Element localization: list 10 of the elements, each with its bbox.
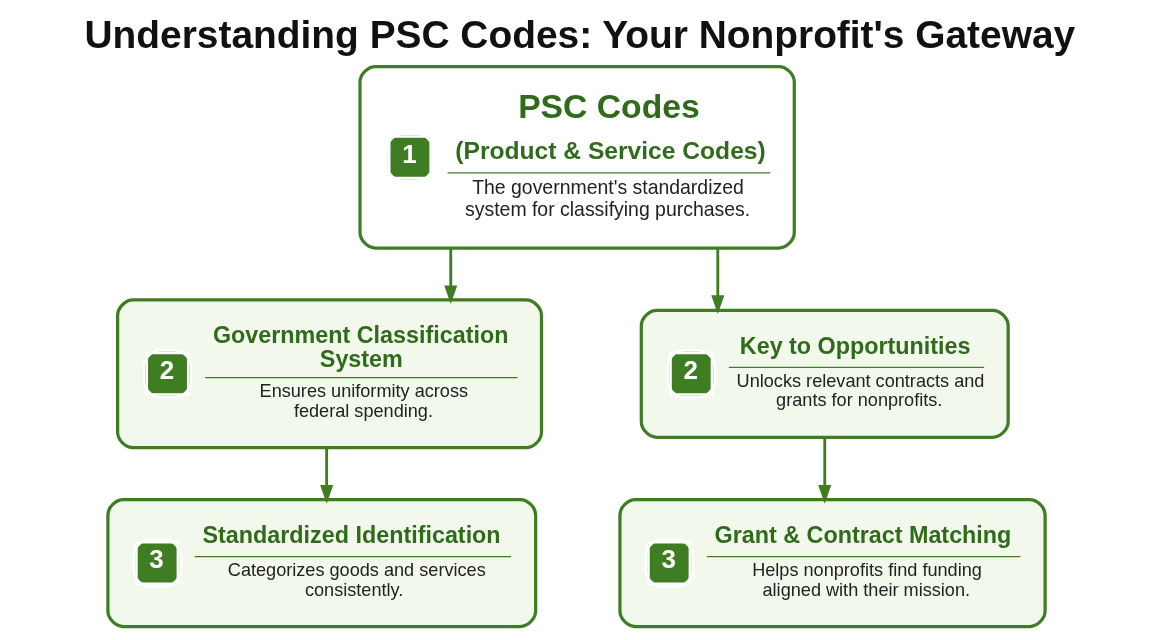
node-box: 3 Standardized Identification Categorizes goods and services consistently. (105, 497, 537, 629)
arrow (319, 448, 333, 504)
diagram-title: Understanding PSC Codes: Your Nonprofit's Gateway (84, 13, 1075, 57)
node-box: 2 Government Classification System Ensures uniformity across federal spending. (115, 298, 543, 450)
node-box: 2 Key to Opportunities Unlocks relevant contracts and grants for nonprofits. (639, 308, 1010, 439)
node-box: 1 PSC Codes (Product & Service Codes) The government's standardized system for classifying purchases. (357, 64, 796, 250)
arrow (443, 248, 457, 305)
node-box: 3 Grant & Contract Matching Helps nonprofits find funding aligned with their mission. (617, 497, 1047, 629)
arrow (710, 248, 724, 314)
arrow (817, 437, 831, 504)
